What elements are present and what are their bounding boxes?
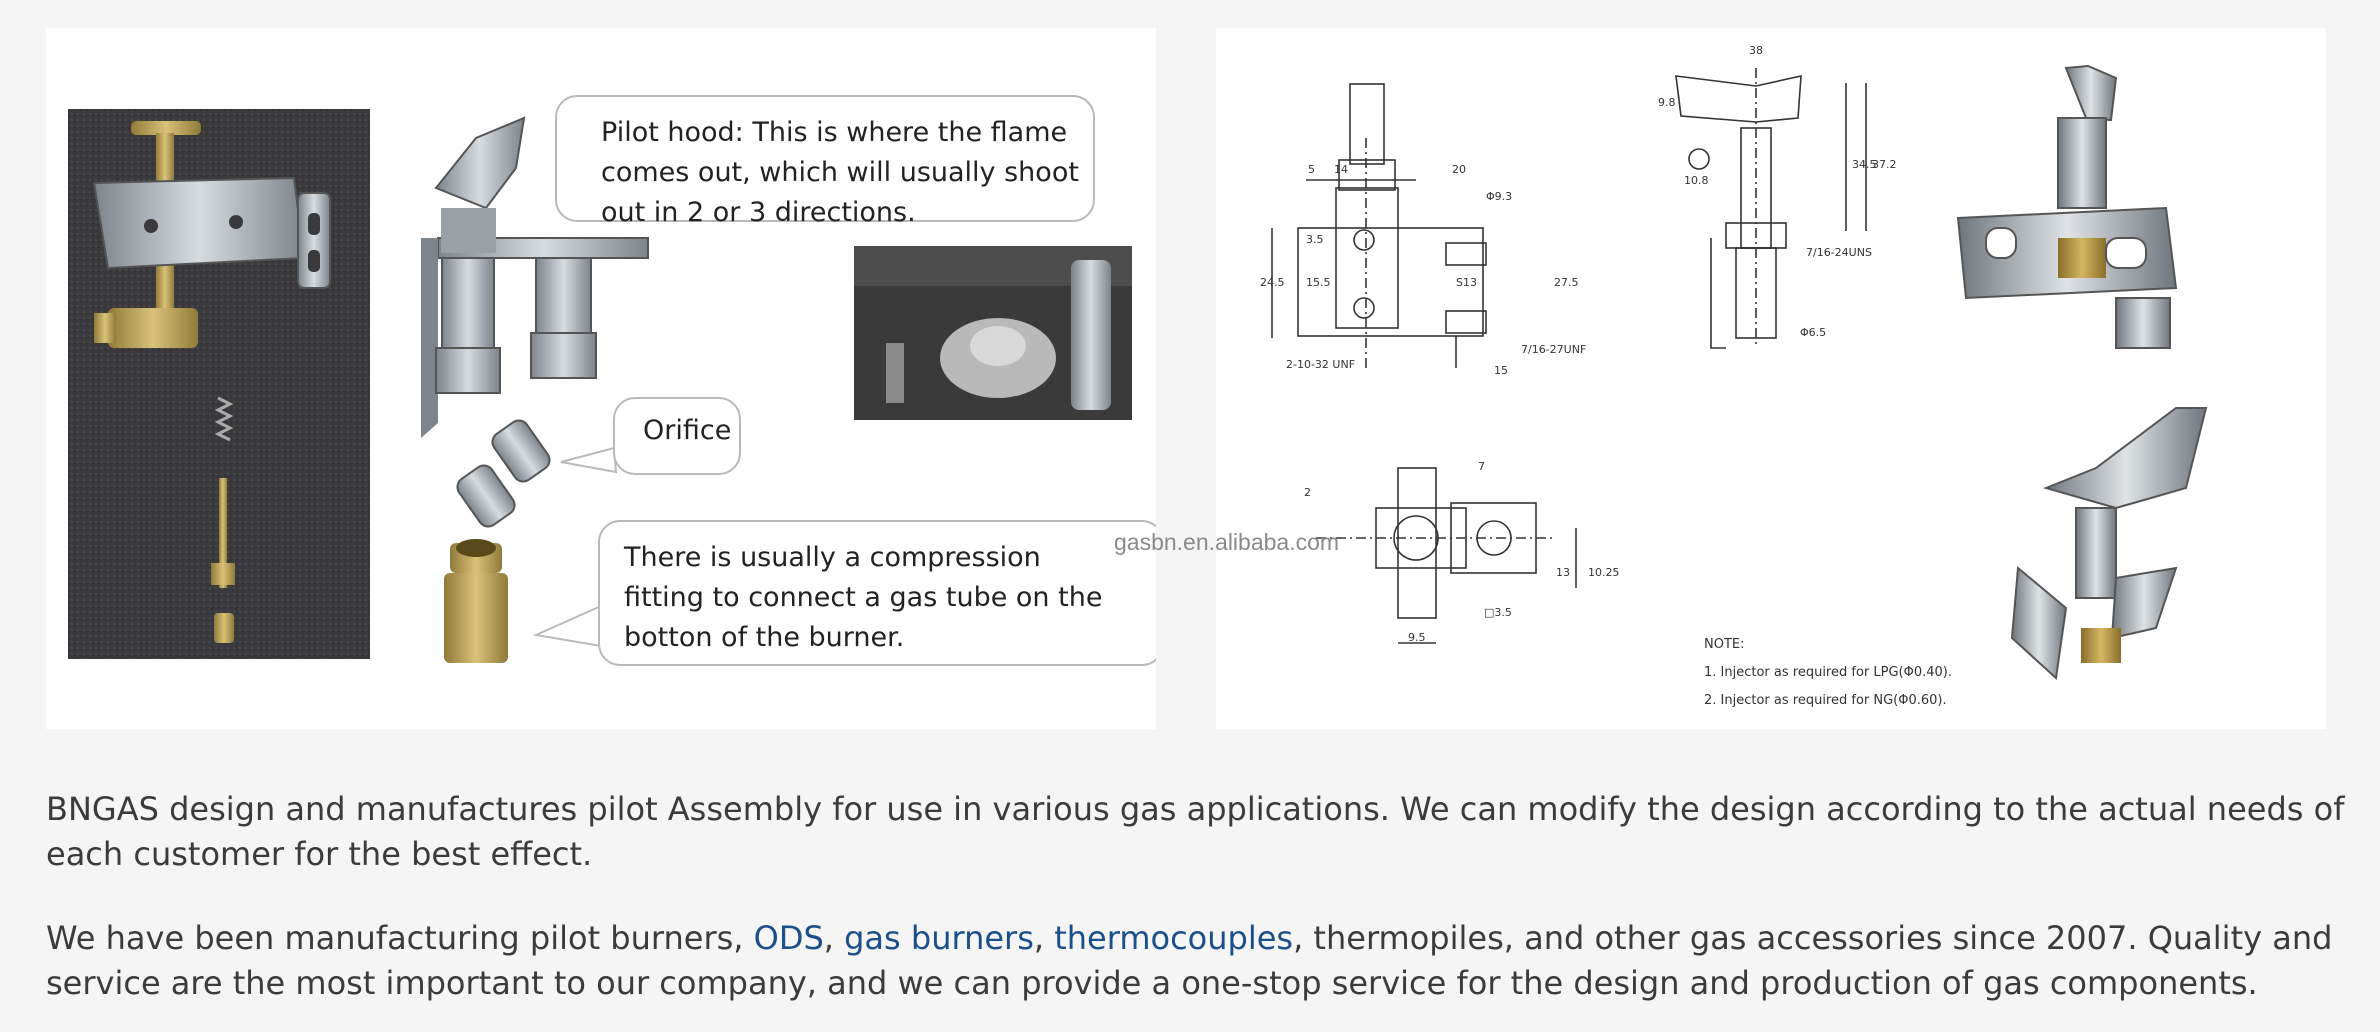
thermocouples-link[interactable]: thermocouples [1054, 919, 1294, 957]
dim-label: 15 [1494, 364, 1508, 377]
orifice-callout: Orifice [613, 397, 741, 475]
dim-label: 24.5 [1260, 276, 1285, 289]
dim-label: 7 [1478, 460, 1485, 473]
dim-label: Φ6.5 [1800, 326, 1826, 339]
pilot-hood-assembly [421, 116, 649, 438]
pilot-hood-callout-line-3: out in 2 or 3 directions. [601, 197, 916, 228]
dim-label: □3.5 [1484, 606, 1512, 619]
orifice-parts [456, 419, 551, 528]
dim-label: 15.5 [1306, 276, 1331, 289]
manufacturing-paragraph: We have been manufacturing pilot burners… [46, 916, 2346, 1006]
description-text: BNGAS design and manufactures pilot Asse… [46, 790, 2345, 873]
orifice-callout-text: Orifice [643, 415, 732, 446]
dim-label: 9.8 [1658, 96, 1676, 109]
dim-label: 2 [1304, 486, 1311, 499]
product-photo-bottom [2010, 407, 2208, 681]
compression-callout-line-1: There is usually a compression [624, 542, 1041, 573]
dim-label: 10.8 [1684, 174, 1709, 187]
dim-label: Φ9.3 [1486, 190, 1512, 203]
paragraph-text-start: We have been manufacturing pilot burners… [46, 919, 754, 957]
description-paragraph: BNGAS design and manufactures pilot Asse… [46, 787, 2346, 877]
dim-label: 3.5 [1306, 233, 1324, 246]
note-line: NOTE: [1704, 637, 1745, 652]
watermark: gasbn.en.alibaba.com [1114, 529, 1340, 555]
dim-label: 5 [1308, 163, 1315, 176]
pilot-assembly-illustration [68, 109, 1132, 663]
top-left-drawing [1271, 83, 1487, 368]
separator: , [823, 919, 845, 957]
dim-label: 10.25 [1588, 566, 1620, 579]
pilot-technical-drawing: 5 14 20 Φ9.3 24.5 15.5 3.5 S13 27.5 7/16… [1260, 44, 2208, 708]
dim-label: 34.5 [1852, 158, 1877, 171]
dim-label: 7/16-27UNF [1521, 343, 1586, 356]
bottom-left-drawing [1316, 467, 1577, 644]
pilot-hood-callout: Pilot hood: This is where the flame come… [555, 95, 1095, 228]
compression-callout-line-2: fitting to connect a gas tube on the [624, 582, 1103, 613]
drawing-notes: NOTE: 1. Injector as required for LPG(Φ0… [1704, 637, 1952, 708]
separator: , [1033, 919, 1055, 957]
product-image-row: Pilot hood: This is where the flame come… [46, 28, 2326, 729]
compression-callout-line-3: botton of the burner. [624, 622, 905, 653]
dim-label: 2-10-32 UNF [1286, 358, 1355, 371]
gas-burners-link[interactable]: gas burners [844, 919, 1034, 957]
compression-fitting [444, 539, 508, 663]
dim-label: S13 [1456, 276, 1477, 289]
dim-label: 13 [1556, 566, 1570, 579]
pilot-assembly-photo: Pilot hood: This is where the flame come… [46, 28, 1156, 729]
technical-drawing-panel: 5 14 20 Φ9.3 24.5 15.5 3.5 S13 27.5 7/16… [1216, 28, 2326, 729]
product-photo-top [1956, 64, 2178, 349]
pilot-hood-callout-line-2: comes out, which will usually shoot [601, 157, 1079, 188]
note-line: 1. Injector as required for LPG(Φ0.40). [1704, 665, 1952, 680]
dim-label: 14 [1334, 163, 1348, 176]
ods-link[interactable]: ODS [753, 919, 824, 957]
dim-label: 9.5 [1408, 631, 1426, 644]
dim-label: 27.5 [1554, 276, 1579, 289]
dim-label: 37.2 [1872, 158, 1897, 171]
note-line: 2. Injector as required for NG(Φ0.60). [1704, 693, 1947, 708]
dim-label: 38 [1749, 44, 1763, 57]
inset-burner-photo [854, 246, 1132, 420]
exploded-parts-photo [68, 109, 370, 659]
compression-fitting-callout: There is usually a compression fitting t… [598, 520, 1156, 666]
paragraph-text-end: , thermopiles, and other gas accessories… [46, 919, 2333, 1002]
top-middle-drawing [1675, 68, 1867, 349]
dim-label: 20 [1452, 163, 1466, 176]
dim-label: 7/16-24UNS [1806, 246, 1872, 259]
pilot-hood-callout-line-1: Pilot hood: This is where the flame [601, 117, 1068, 148]
